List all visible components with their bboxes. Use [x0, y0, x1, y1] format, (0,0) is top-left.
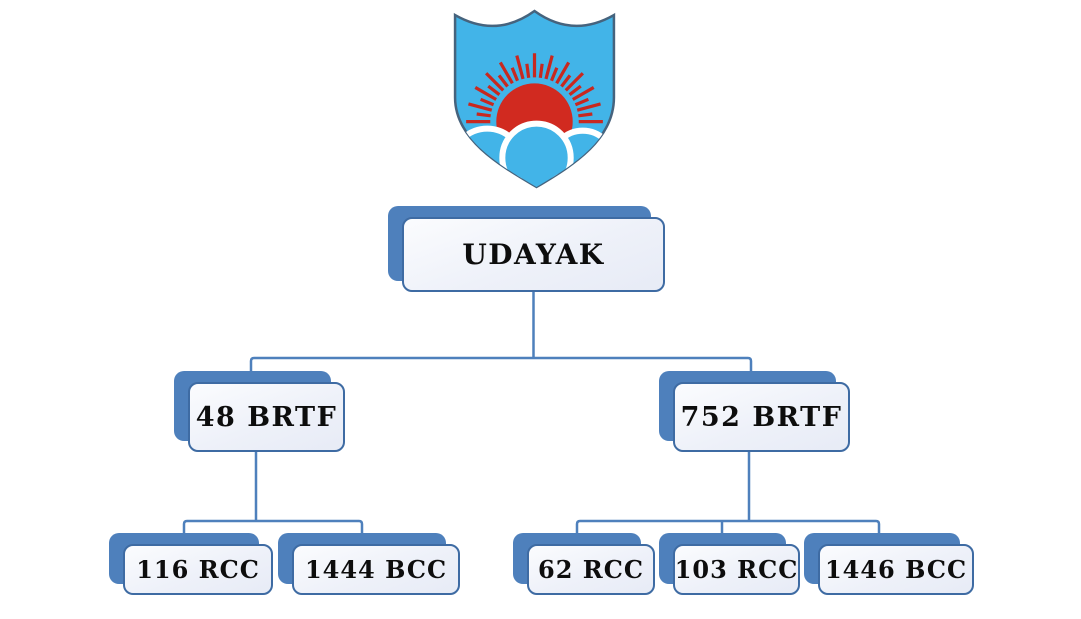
node-label: 752 BRTF — [680, 401, 843, 433]
node-label: 103 RCC — [674, 555, 799, 584]
node-box: UDAYAK — [402, 217, 665, 292]
org-node-116-rcc: 116 RCC — [109, 533, 273, 595]
node-box: 103 RCC — [673, 544, 800, 595]
node-box: 1444 BCC — [292, 544, 460, 595]
org-node-48-brtf: 48 BRTF — [174, 371, 345, 452]
sun-rays-icon — [466, 53, 603, 124]
node-box: 48 BRTF — [188, 382, 345, 452]
node-box: 752 BRTF — [673, 382, 850, 452]
org-node-udayak: UDAYAK — [388, 206, 665, 292]
udayak-crest-logo — [453, 9, 616, 189]
org-node-1446-bcc: 1446 BCC — [804, 533, 974, 595]
node-box: 116 RCC — [123, 544, 273, 595]
org-node-103-rcc: 103 RCC — [659, 533, 800, 595]
node-box: 62 RCC — [527, 544, 655, 595]
org-node-752-brtf: 752 BRTF — [659, 371, 850, 452]
node-box: 1446 BCC — [818, 544, 974, 595]
node-label: 62 RCC — [538, 555, 644, 584]
node-label: 1444 BCC — [304, 555, 448, 584]
node-label: UDAYAK — [462, 238, 605, 271]
hills-icon — [455, 120, 614, 187]
org-node-1444-bcc: 1444 BCC — [278, 533, 460, 595]
node-label: 48 BRTF — [195, 401, 338, 433]
node-label: 1446 BCC — [824, 555, 968, 584]
node-label: 116 RCC — [136, 555, 260, 584]
org-node-62-rcc: 62 RCC — [513, 533, 655, 595]
